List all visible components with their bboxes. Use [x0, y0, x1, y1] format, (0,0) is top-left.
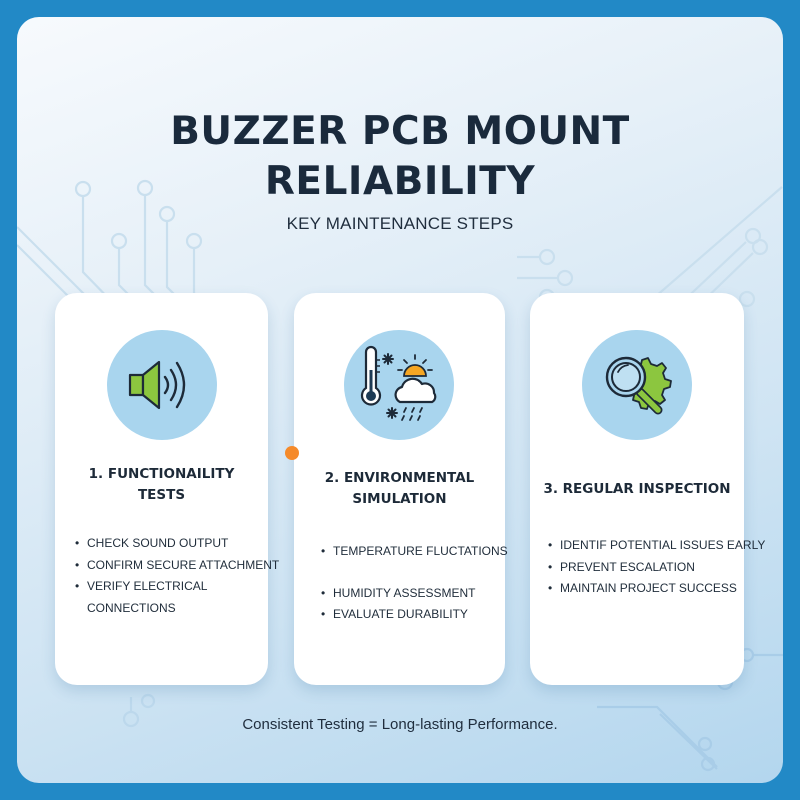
magnifier-gear-icon [582, 330, 692, 440]
list-item: CHECK SOUND OUTPUT [75, 533, 279, 555]
infographic-panel: BUZZER PCB MOUNT RELIABILITY KEY MAINTEN… [17, 17, 783, 783]
card-title-line-1: 3. REGULAR INSPECTION [543, 481, 731, 497]
speaker-icon [107, 330, 217, 440]
title-line-2: RELIABILITY [264, 159, 536, 204]
list-item: MAINTAIN PROJECT SUCCESS [548, 578, 765, 600]
title-line-1: BUZZER PCB MOUNT [170, 109, 630, 154]
list-item: VERIFY ELECTRICAL CONNECTIONS [75, 576, 225, 619]
card-title-line-1: 2. ENVIRONMENTAL [324, 470, 475, 486]
list-item: CONFIRM SECURE ATTACHMENT [75, 555, 279, 577]
card-title-line-1: 1. FUNCTIONAILITY [88, 466, 235, 482]
card-regular-inspection: 3. REGULAR INSPECTION IDENTIF POTENTIAL … [530, 293, 765, 685]
page-subtitle: KEY MAINTENANCE STEPS [286, 214, 514, 233]
list-item: EVALUATE DURABILITY [321, 604, 508, 626]
bullet-list: IDENTIF POTENTIAL ISSUES EARLY PREVENT E… [548, 535, 765, 600]
weather-thermometer-icon [344, 330, 454, 440]
bullet-list: CHECK SOUND OUTPUT CONFIRM SECURE ATTACH… [75, 533, 279, 619]
list-item: IDENTIF POTENTIAL ISSUES EARLY [548, 535, 765, 557]
orange-dot-decoration [285, 446, 299, 460]
card-title: 1. FUNCTIONAILITY TESTS [55, 464, 268, 506]
footer-tagline: Consistent Testing = Long-lasting Perfor… [242, 716, 558, 733]
card-title: 2. ENVIRONMENTAL SIMULATION [294, 468, 505, 510]
list-item: TEMPERATURE FLUCTATIONS [321, 541, 508, 563]
card-title-line-2: TESTS [137, 487, 186, 503]
list-item: PREVENT ESCALATION [548, 557, 765, 579]
card-title-line-2: SIMULATION [352, 491, 447, 507]
card-title: 3. REGULAR INSPECTION [530, 479, 744, 500]
card-functionality-tests: 1. FUNCTIONAILITY TESTS CHECK SOUND OUTP… [55, 293, 279, 685]
bullet-list: TEMPERATURE FLUCTATIONS HUMIDITY ASSESSM… [321, 541, 508, 626]
card-environmental-simulation: 2. ENVIRONMENTAL SIMULATION TEMPERATURE … [294, 293, 508, 685]
page-title: BUZZER PCB MOUNT RELIABILITY [17, 107, 783, 207]
list-item: HUMIDITY ASSESSMENT [321, 583, 508, 605]
